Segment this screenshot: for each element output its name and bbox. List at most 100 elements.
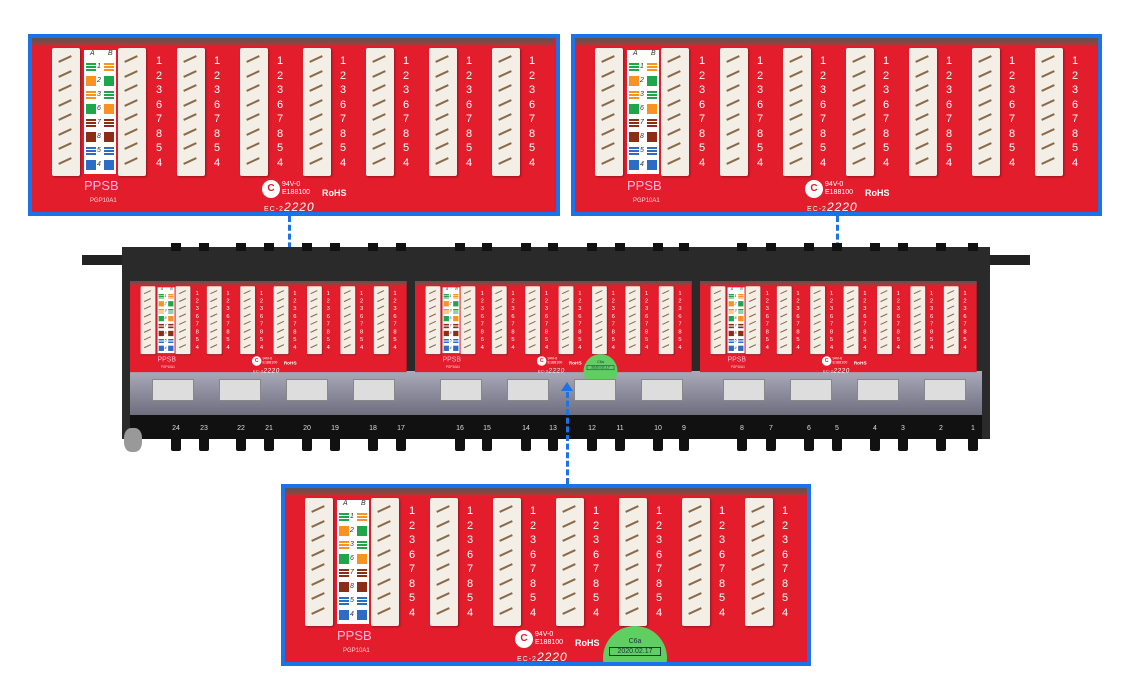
contact xyxy=(528,305,536,310)
pin-number: 6 xyxy=(592,548,600,561)
pin-number: 7 xyxy=(1008,113,1016,125)
board-edge xyxy=(575,38,1097,46)
strip-number: 2 xyxy=(734,301,737,306)
pin-number: 5 xyxy=(765,336,769,343)
pin-number: 6 xyxy=(259,313,264,320)
contact xyxy=(243,320,251,325)
strip-number: 1 xyxy=(640,63,644,70)
punch-down-block xyxy=(595,48,623,176)
contact xyxy=(601,55,615,63)
port-number: 2 xyxy=(939,425,943,432)
contact xyxy=(947,320,955,325)
sticker-category: C6a xyxy=(597,360,604,365)
pin-number: 6 xyxy=(929,313,934,320)
pair-label-b: B xyxy=(170,287,173,292)
contact xyxy=(813,290,821,295)
pin-number: 8 xyxy=(402,127,410,140)
contact xyxy=(309,55,323,63)
wire-color-b xyxy=(647,62,657,72)
punch-down-block xyxy=(619,498,647,626)
contact xyxy=(343,328,351,333)
contact xyxy=(310,290,318,295)
pin-number: 4 xyxy=(293,343,297,351)
wire-color-a xyxy=(443,338,449,344)
wire-color-b xyxy=(357,610,367,620)
pin-number: 6 xyxy=(339,98,347,111)
wire-color-b xyxy=(453,315,459,322)
contact xyxy=(183,142,197,150)
wire-color-b xyxy=(738,345,744,351)
pin-number: 3 xyxy=(480,305,484,312)
contact xyxy=(276,290,285,295)
pin-number: 5 xyxy=(781,592,789,604)
pin-number: 6 xyxy=(611,313,615,320)
date-code: 2220 xyxy=(536,650,568,664)
date-code: 2220 xyxy=(833,366,850,375)
punch-down-block xyxy=(558,286,574,355)
contact xyxy=(428,328,437,333)
contact xyxy=(625,592,639,600)
strip-number: 2 xyxy=(350,527,354,534)
pin-number: 2 xyxy=(511,297,515,305)
pin-number: 3 xyxy=(466,534,474,546)
punch-down-block xyxy=(371,498,399,626)
port-tab xyxy=(936,439,946,451)
top-port-tab xyxy=(264,243,274,251)
contact xyxy=(143,305,152,310)
wire-color-a xyxy=(86,118,96,128)
punch-down-block xyxy=(972,48,1000,176)
punch-down-block xyxy=(303,48,331,176)
contact xyxy=(662,328,670,333)
contact xyxy=(210,290,218,295)
contact xyxy=(561,313,570,318)
pin-number: 1 xyxy=(326,290,330,297)
pin-number: 3 xyxy=(863,305,867,312)
contact xyxy=(58,69,72,78)
pin-number: 2 xyxy=(465,69,473,82)
pin-number: 5 xyxy=(678,336,682,343)
cable-clip xyxy=(857,379,899,401)
pin-number: 2 xyxy=(765,297,769,305)
wire-color-b xyxy=(357,568,367,578)
contact xyxy=(813,305,821,310)
pin-number: 3 xyxy=(578,305,582,312)
contact xyxy=(183,127,197,136)
port-number: 23 xyxy=(200,425,208,432)
model-label: PGP10A1 xyxy=(90,198,117,204)
pin-number: 5 xyxy=(226,336,230,343)
pin-number: 7 xyxy=(393,320,397,328)
pin-number: 6 xyxy=(756,98,764,111)
pin-number: 5 xyxy=(644,336,649,343)
pin-number: 6 xyxy=(655,548,663,561)
contact xyxy=(276,328,285,333)
contact xyxy=(311,577,325,586)
strip-number: 7 xyxy=(734,323,737,328)
contact xyxy=(377,343,385,348)
pin-number: 2 xyxy=(781,519,789,532)
pin-number: 4 xyxy=(678,343,682,351)
contact xyxy=(498,156,512,165)
contact xyxy=(880,328,888,333)
contact xyxy=(688,606,702,615)
pin-number: 6 xyxy=(155,98,163,111)
contact xyxy=(789,69,803,78)
strip-number: 8 xyxy=(734,331,737,336)
contact xyxy=(625,606,639,615)
top-port-tab xyxy=(870,243,880,251)
pin-number: 7 xyxy=(929,320,934,328)
pin-number: 4 xyxy=(578,343,582,351)
punch-down-block xyxy=(429,48,457,176)
port-tab xyxy=(615,439,625,451)
pin-number: 8 xyxy=(1071,127,1079,140)
contact xyxy=(435,113,449,121)
contact xyxy=(561,343,570,348)
wire-color-b xyxy=(168,301,174,307)
wire-color-b xyxy=(453,323,459,329)
contact xyxy=(435,156,449,165)
contact xyxy=(978,98,992,107)
